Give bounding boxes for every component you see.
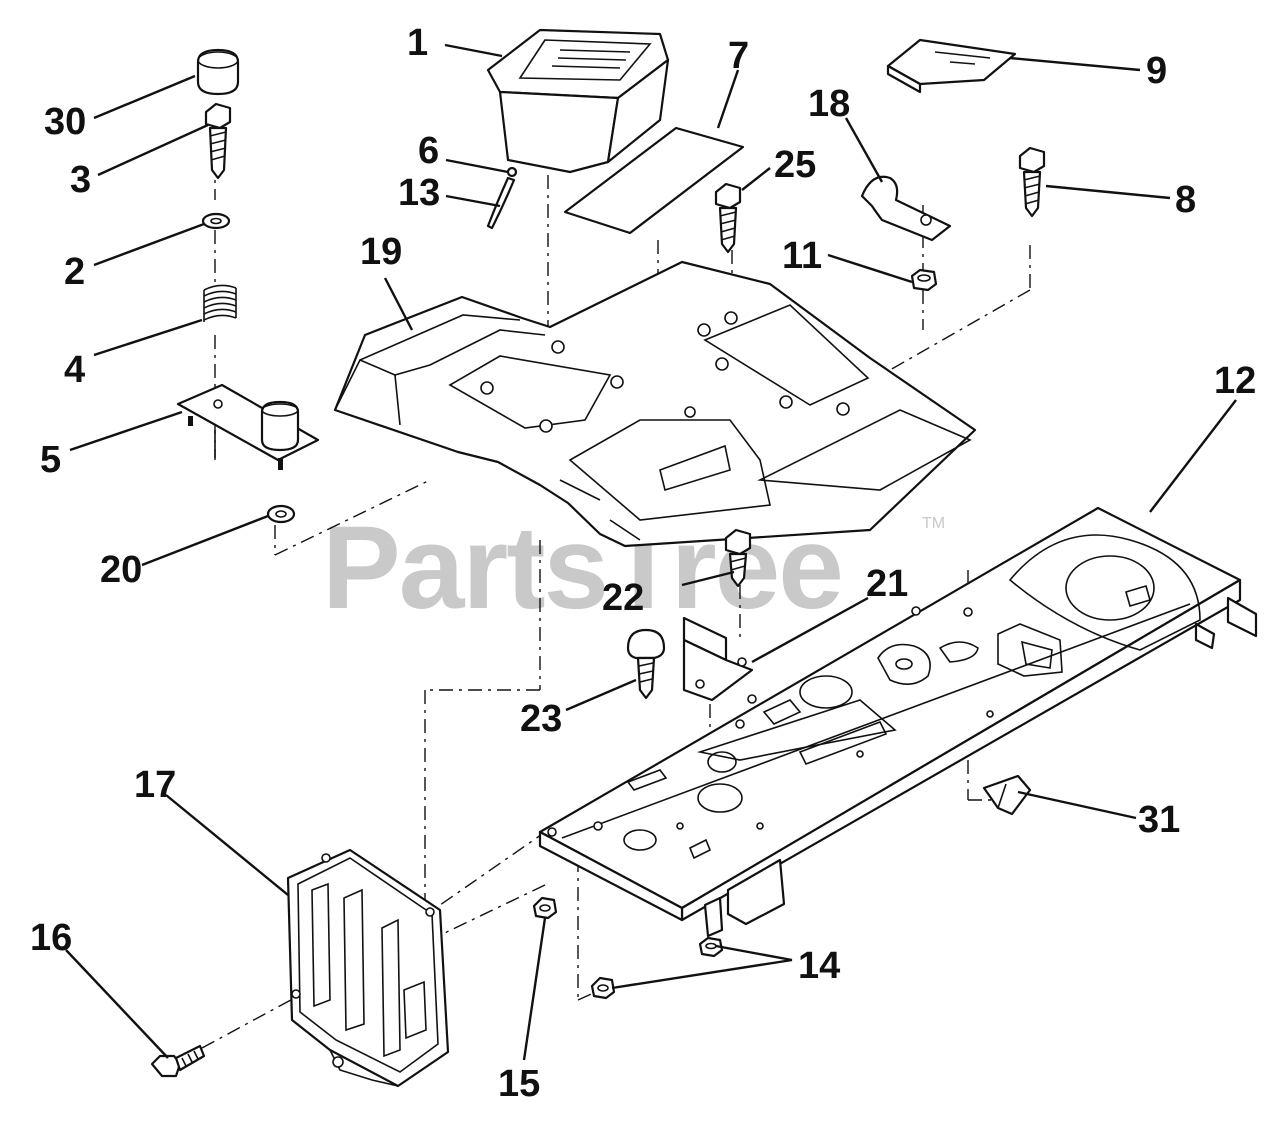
nut-part-14b bbox=[590, 976, 616, 1000]
callout-9: 9 bbox=[1146, 50, 1167, 92]
decal-part bbox=[563, 126, 745, 235]
bolt-part bbox=[204, 102, 232, 180]
callout-23: 23 bbox=[520, 698, 562, 740]
callout-31: 31 bbox=[1138, 799, 1180, 841]
knob-cap-part bbox=[196, 48, 240, 96]
callout-1: 1 bbox=[407, 22, 428, 64]
frame-part bbox=[538, 506, 1258, 938]
watermark-trademark: TM bbox=[922, 515, 945, 532]
callout-2: 2 bbox=[64, 251, 85, 293]
callout-15: 15 bbox=[498, 1063, 540, 1105]
callout-16: 16 bbox=[30, 917, 72, 959]
callout-20: 20 bbox=[100, 549, 142, 591]
nut-part-15 bbox=[532, 896, 558, 920]
callout-5: 5 bbox=[40, 439, 61, 481]
callout-13: 13 bbox=[398, 172, 440, 214]
callout-25: 25 bbox=[774, 144, 816, 186]
callout-4: 4 bbox=[64, 349, 85, 391]
bolt-part-22 bbox=[724, 528, 752, 588]
callout-18: 18 bbox=[808, 83, 850, 125]
leader-lines bbox=[65, 43, 1237, 1061]
bracket-part-9 bbox=[886, 38, 1017, 94]
side-plate-part bbox=[286, 848, 450, 1088]
callout-12: 12 bbox=[1214, 360, 1256, 402]
clamp-part bbox=[860, 175, 952, 242]
bracket-plate-part bbox=[682, 616, 754, 702]
callout-17: 17 bbox=[134, 764, 176, 806]
spring-part bbox=[202, 284, 237, 327]
bolt-part-16 bbox=[150, 1044, 206, 1078]
callout-8: 8 bbox=[1175, 179, 1196, 221]
bolt-part-25 bbox=[714, 182, 742, 254]
carriage-bolt-part bbox=[626, 628, 666, 700]
callout-14: 14 bbox=[798, 945, 840, 987]
washer-part bbox=[201, 212, 231, 230]
switch-plate-part bbox=[176, 383, 320, 470]
nut-part-11 bbox=[910, 268, 938, 292]
console-tray-part bbox=[486, 28, 670, 174]
callout-11: 11 bbox=[782, 235, 822, 277]
callout-21: 21 bbox=[866, 563, 908, 605]
callout-3: 3 bbox=[70, 159, 91, 201]
callout-19: 19 bbox=[360, 231, 402, 273]
callout-labels: 1 2 3 4 5 6 7 8 9 11 12 13 14 15 16 17 1… bbox=[30, 22, 1256, 1105]
callout-7: 7 bbox=[728, 35, 749, 77]
callout-30: 30 bbox=[44, 101, 86, 143]
washer-part-20 bbox=[266, 504, 296, 524]
bumper-part bbox=[982, 774, 1032, 816]
console-panel-part bbox=[333, 260, 977, 548]
bolt-part-8 bbox=[1018, 146, 1046, 218]
callout-22: 22 bbox=[602, 577, 644, 619]
callout-6: 6 bbox=[418, 130, 439, 172]
screw-and-tie-part bbox=[486, 166, 518, 230]
